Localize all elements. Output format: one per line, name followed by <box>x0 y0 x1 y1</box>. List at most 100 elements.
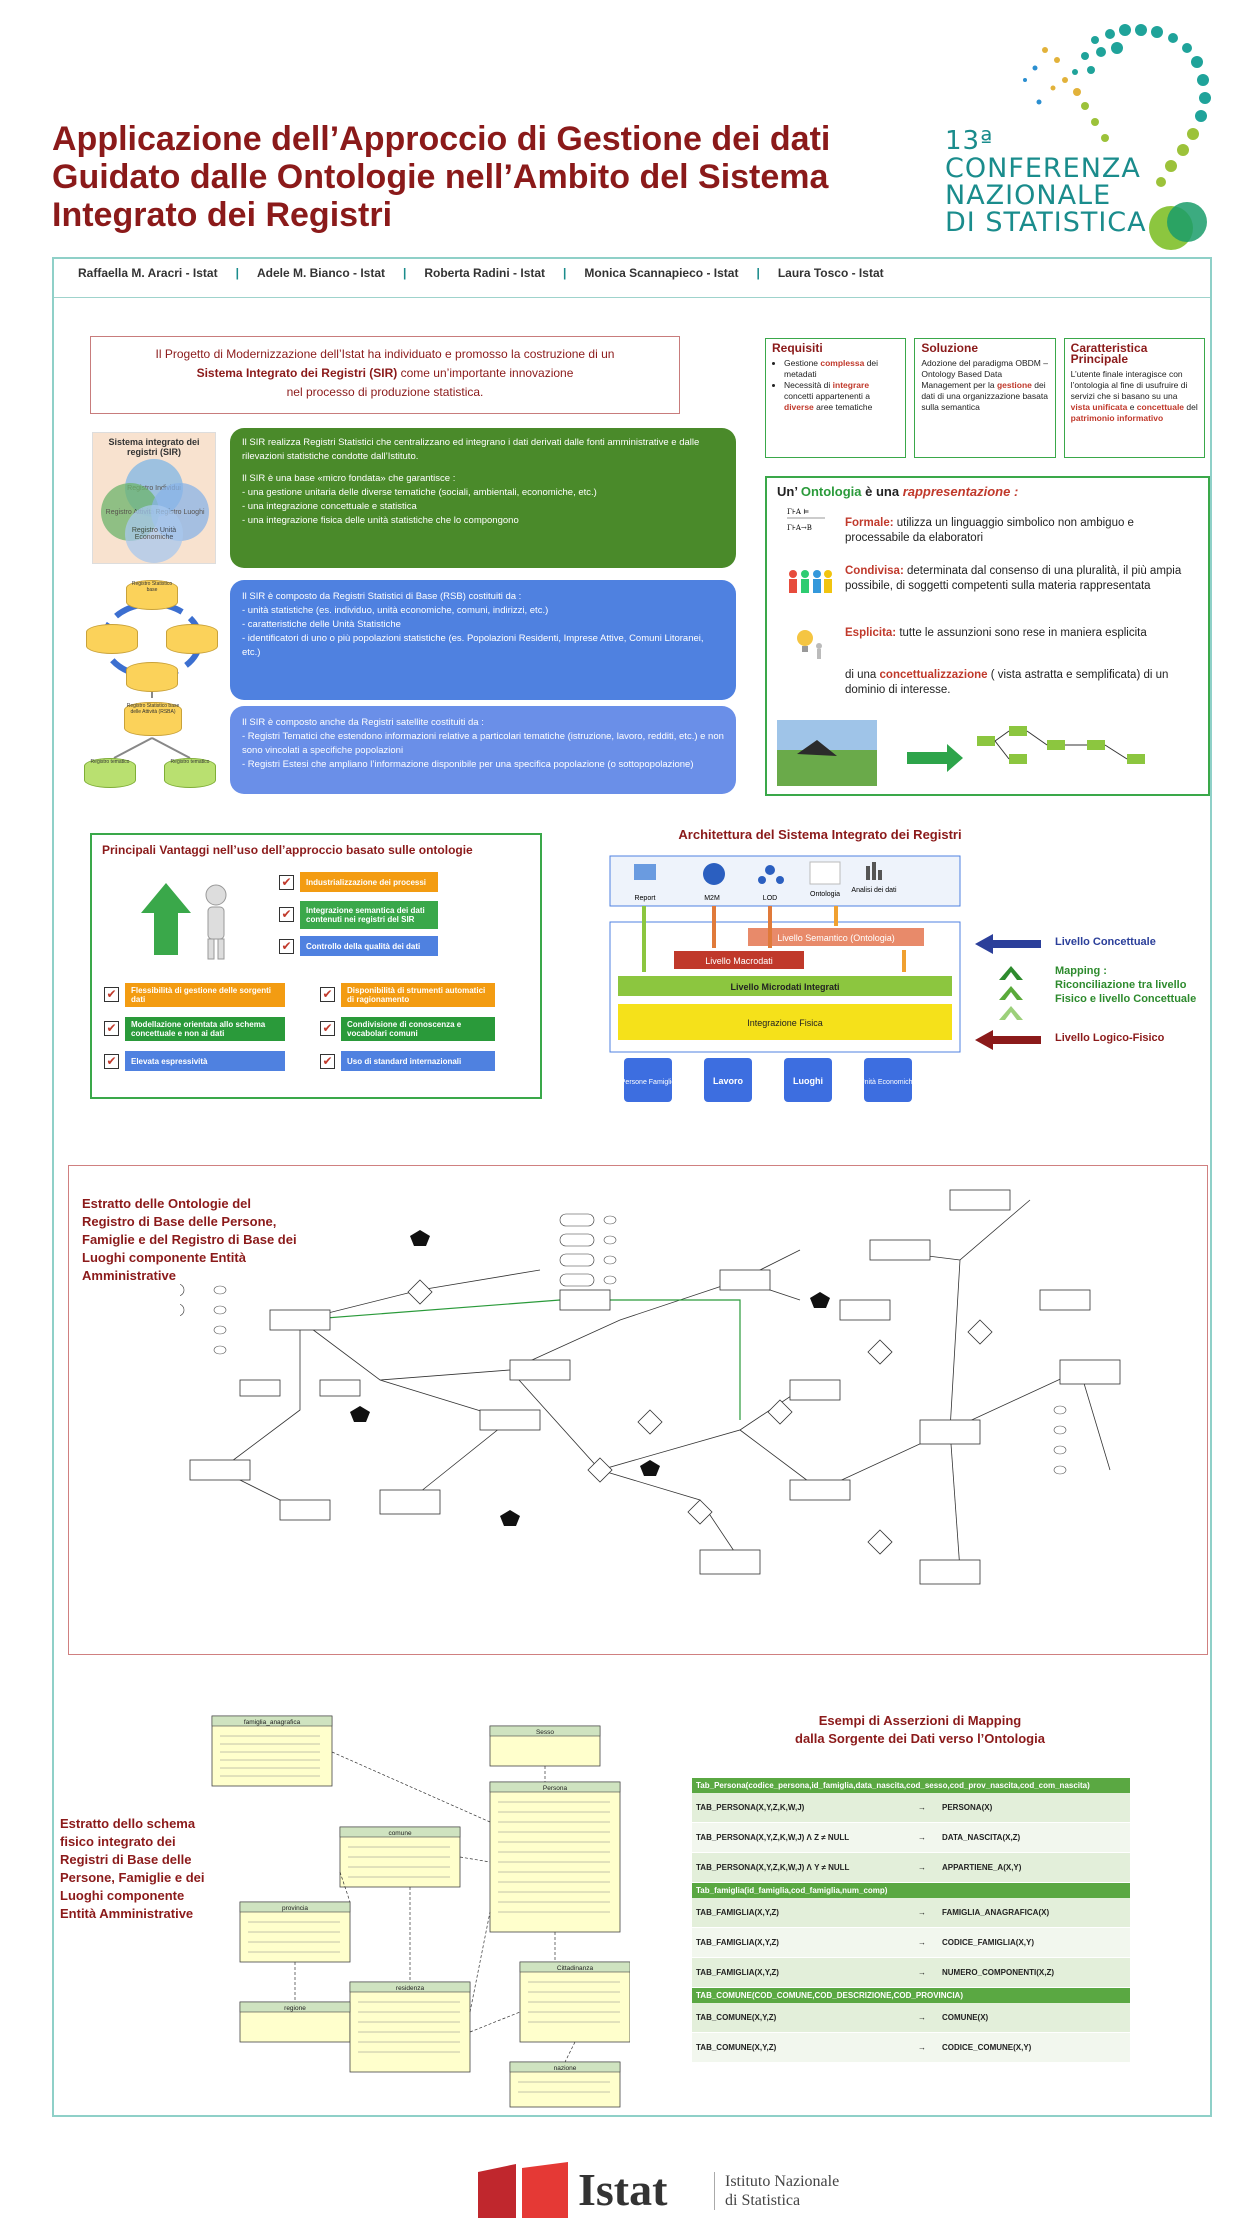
micro-level-label: Livello Microdati Integrati <box>730 982 839 992</box>
sir-description-box: Il SIR realizza Registri Statistici che … <box>230 428 736 568</box>
advantages-title: Principali Vantaggi nell’uso dell’approc… <box>102 843 473 857</box>
requisiti-item: Gestione complessa dei metadati <box>784 358 899 380</box>
schema-table: nazione <box>554 2065 577 2072</box>
advantages-box: Principali Vantaggi nell’uso dell’approc… <box>90 833 542 1099</box>
m2m-icon <box>703 863 725 885</box>
intro-part-2: come un’importante innovazione <box>397 366 574 380</box>
thematic-register-cylinder: Registro tematico <box>164 758 216 788</box>
report-icon <box>634 864 656 880</box>
lod-icon <box>776 876 784 884</box>
checkbox-icon: ✔ <box>320 987 335 1002</box>
ontology-icon <box>809 861 841 885</box>
register-cylinder <box>126 662 178 692</box>
title-line-1: Applicazione dell’Approccio di Gestione … <box>52 120 831 158</box>
istat-inst-line-1: Istituto Nazionale <box>725 2173 840 2190</box>
checkbox-icon: ✔ <box>320 1054 335 1069</box>
arch-top-label: LOD <box>763 895 777 902</box>
mapping-row: TAB_PERSONA(X,Y,Z,K,W,J)→PERSONA(X) <box>692 1793 1130 1823</box>
mapping-group-header: TAB_COMUNE(COD_COMUNE,COD_DESCRIZIONE,CO… <box>692 1988 1130 2003</box>
mapping-group-header: Tab_famiglia(id_famiglia,cod_famiglia,nu… <box>692 1883 1130 1898</box>
sir-venn-title: Sistema integrato dei registri (SIR) <box>108 437 200 457</box>
mapping-row: TAB_FAMIGLIA(X,Y,Z)→NUMERO_COMPONENTI(X,… <box>692 1958 1130 1988</box>
physical-level <box>618 1004 952 1040</box>
requirements-row: Requisiti Gestione complessa dei metadat… <box>765 338 1205 458</box>
semantic-level <box>748 928 924 946</box>
architecture-diagram: Report M2M LOD Ontologia Analisi dei dat… <box>609 855 961 1102</box>
ontology-graph <box>180 1189 1121 1585</box>
author: Roberta Radini - Istat <box>424 266 546 280</box>
mapping-row: TAB_PERSONA(X,Y,Z,K,W,J) Λ Y ≠ NULL→APPA… <box>692 1853 1130 1883</box>
thematic-register-cylinder: Registro tematico <box>84 758 136 788</box>
author: Raffaella M. Aracri - Istat <box>78 266 218 280</box>
svg-text:Γ⊦A→B: Γ⊦A→B <box>787 524 812 532</box>
istat-logo <box>478 2162 568 2218</box>
arch-top-label: Ontologia <box>810 891 840 898</box>
intro-line-2: Sistema Integrato dei Registri (SIR) com… <box>91 364 679 383</box>
register-cylinder <box>166 624 218 654</box>
mapping-row: TAB_FAMIGLIA(X,Y,Z)→FAMIGLIA_ANAGRAFICA(… <box>692 1898 1130 1928</box>
arch-top-panel <box>609 855 961 907</box>
soluzione-title: Soluzione <box>921 341 978 355</box>
svg-text:Γ⊦A ⊨: Γ⊦A ⊨ <box>787 508 809 516</box>
register-cylinder: Registro Statistico base <box>126 580 178 610</box>
author-separator: | <box>235 266 239 280</box>
soluzione-box: Soluzione Adozione del paradigma OBDM – … <box>914 338 1056 458</box>
schema-table: famiglia_anagrafica <box>244 1719 301 1726</box>
sat-b2: - Registri Estesi che ampliano l’informa… <box>242 759 694 770</box>
lightbulb-icon <box>797 630 822 659</box>
schema-title: Estratto dello schema fisico integrato d… <box>60 1816 205 1921</box>
schema-table: residenza <box>396 1985 425 1992</box>
formula-icon: Γ⊦A ⊨ Γ⊦A→B <box>787 508 825 532</box>
caratteristica-text: L’utente finale interagisce con l’ontolo… <box>1070 369 1198 423</box>
conference-name: 13ª CONFERENZA NAZIONALE DI STATISTICA <box>945 126 1147 238</box>
sir-desc-b3: - una integrazione fisica delle unità st… <box>242 515 519 526</box>
ontology-conclusion: di una concettualizzazione ( vista astra… <box>845 669 1169 696</box>
dots-pin-graphic <box>1023 24 1211 250</box>
poster-title: Applicazione dell’Approccio di Gestione … <box>52 120 932 234</box>
advantage-item: Disponibilità di strumenti automatici di… <box>341 983 495 1007</box>
conference-line-1: CONFERENZA <box>945 153 1141 184</box>
checkbox-icon: ✔ <box>320 1021 335 1036</box>
intro-bold: Sistema Integrato dei Registri (SIR) <box>196 366 398 380</box>
istat-institute-name: Istituto Nazionale di Statistica <box>714 2172 839 2210</box>
sat-p1: Il SIR è composto anche da Registri sate… <box>242 717 484 728</box>
mapping-text: Riconciliazione tra livello Fisico e liv… <box>1055 979 1197 1005</box>
ontology-formale: Formale: utilizza un linguaggio simbolic… <box>845 517 1134 544</box>
arrow-right-icon <box>907 744 963 772</box>
arch-top-label: Report <box>634 895 655 902</box>
registers-diagram: Registro Statistico base Registro Statis… <box>84 578 220 796</box>
title-line-2: Guidato dalle Ontologie nell’Ambito del … <box>52 158 829 196</box>
intro-line-3: nel processo di produzione statistica. <box>286 385 484 399</box>
register-cylinder: Registro Statistico base delle Attività … <box>124 702 182 736</box>
micro-level <box>618 976 952 996</box>
mapping-group-header: Tab_Persona(codice_persona,id_famiglia,d… <box>692 1778 1130 1793</box>
schema-table: Persona <box>543 1785 568 1792</box>
advantage-item: Controllo della qualità dei dati <box>300 936 438 956</box>
chevron-up-icon <box>999 966 1023 1020</box>
schema-table: comune <box>388 1830 412 1837</box>
arch-cylinder-label: Persone Famiglie <box>621 1079 676 1086</box>
author: Monica Scannapieco - Istat <box>584 266 739 280</box>
arch-cylinder-label: Lavoro <box>713 1076 744 1086</box>
arch-top-label: Analisi dei dati <box>851 887 897 894</box>
caratteristica-box: Caratteristica Principale L’utente final… <box>1063 338 1205 458</box>
author: Adele M. Bianco - Istat <box>256 266 385 280</box>
checkbox-icon: ✔ <box>104 1021 119 1036</box>
checkbox-icon: ✔ <box>279 907 294 922</box>
schema-table: regione <box>284 2005 306 2012</box>
ontology-condivisa: Condivisa: determinata dal consenso di u… <box>845 565 1182 592</box>
conference-ordinal: 13ª <box>945 126 994 156</box>
satellite-registers-box: Il SIR è composto anche da Registri sate… <box>230 706 736 794</box>
macro-level-label: Livello Macrodati <box>705 956 773 966</box>
venn-circle: Registro Unità Economiche <box>125 505 183 563</box>
ontology-esplicita: Esplicita: tutte le assunzioni sono rese… <box>845 627 1147 639</box>
ontology-node <box>269 1309 331 1331</box>
poster-frame <box>52 257 1212 2117</box>
sir-desc-b2: - una integrazione concettuale e statist… <box>242 501 417 512</box>
register-cylinder <box>86 624 138 654</box>
arch-cylinder-label: Unità Economiche <box>860 1079 917 1086</box>
checkbox-icon: ✔ <box>279 939 294 954</box>
sat-b1: - Registri Tematici che estendono inform… <box>242 731 724 756</box>
conference-line-3: DI STATISTICA <box>945 207 1147 238</box>
sir-desc-p1: Il SIR realizza Registri Statistici che … <box>242 437 700 462</box>
